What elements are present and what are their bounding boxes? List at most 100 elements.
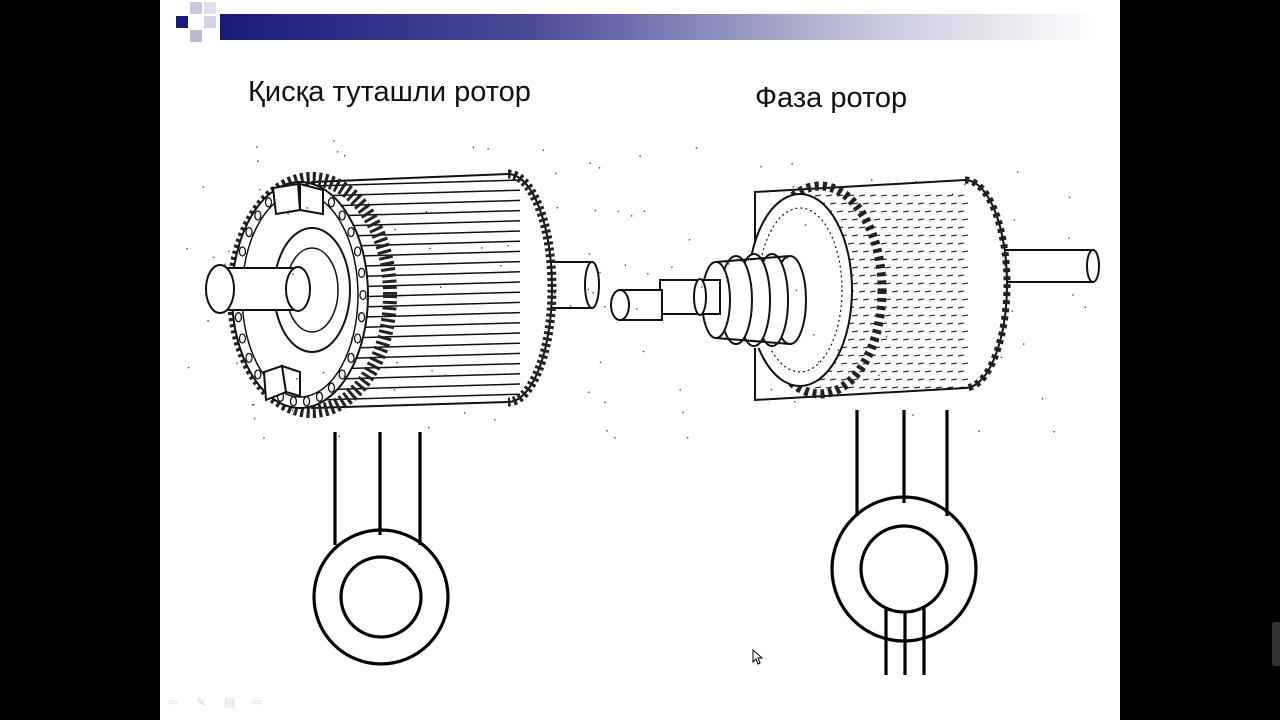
scan-speckle	[671, 266, 673, 268]
scan-speckle	[599, 361, 602, 364]
scan-speckle	[425, 211, 427, 213]
winding-hatch	[891, 338, 899, 341]
vent-hole	[353, 333, 362, 344]
front-shaft	[205, 264, 311, 314]
scan-speckle	[1023, 343, 1025, 345]
pen-icon[interactable]: ✎	[196, 695, 207, 709]
winding-hatch	[917, 362, 925, 365]
winding-hatch	[836, 210, 844, 213]
scan-speckle	[726, 280, 728, 283]
winding-hatch	[935, 354, 943, 357]
arrow-right-icon[interactable]: ⇨	[252, 695, 263, 709]
winding-hatch	[902, 354, 910, 357]
winding-hatch	[913, 338, 921, 341]
winding-hatch	[924, 290, 932, 293]
scan-speckle	[202, 186, 205, 188]
winding-hatch	[924, 274, 932, 277]
winding-hatch	[847, 354, 855, 357]
scan-speckle	[952, 193, 954, 195]
side-scroll-tab[interactable]	[1272, 622, 1280, 666]
right-figure-title: Фаза ротор	[755, 82, 908, 114]
winding-hatch	[858, 274, 866, 277]
winding-hatch	[902, 306, 910, 309]
scan-speckle	[428, 426, 430, 429]
arrow-left-icon[interactable]: ⇦	[168, 695, 179, 709]
winding-hatch	[957, 258, 965, 261]
winding-hatch	[836, 370, 844, 373]
scan-speckle	[604, 306, 606, 308]
scan-speckle	[553, 293, 556, 295]
scan-speckle	[366, 298, 368, 300]
winding-hatch	[880, 354, 888, 357]
rotor-body	[227, 169, 557, 418]
scan-speckle	[695, 147, 698, 149]
winding-hatch	[957, 210, 965, 213]
winding-hatch	[917, 330, 925, 333]
winding-hatch	[902, 242, 910, 245]
winding-hatch	[957, 194, 965, 197]
vent-hole	[315, 391, 324, 402]
vent-hole	[289, 396, 298, 407]
left-figure-title: Қисқа туташли ротор	[248, 76, 531, 108]
winding-hatch	[924, 242, 932, 245]
winding-hatch	[902, 322, 910, 325]
winding-hatch	[862, 378, 870, 381]
winding-hatch	[884, 234, 892, 237]
winding-hatch	[891, 226, 899, 229]
winding-hatch	[884, 314, 892, 317]
winding-hatch	[961, 218, 969, 221]
winding-hatch	[935, 338, 943, 341]
phase-rotor-symbol	[830, 410, 978, 675]
winding-hatch	[913, 322, 921, 325]
scan-speckle	[256, 146, 258, 148]
winding-hatch	[935, 290, 943, 293]
winding-hatch	[862, 298, 870, 301]
winding-hatch	[858, 338, 866, 341]
winding-hatch	[851, 298, 859, 301]
winding-hatch	[935, 242, 943, 245]
scan-speckle	[338, 435, 340, 438]
scan-speckle	[912, 414, 914, 416]
winding-hatch	[851, 234, 859, 237]
scan-speckle	[1011, 310, 1013, 312]
winding-hatch	[895, 250, 903, 253]
winding-hatch	[961, 234, 969, 237]
winding-hatch	[917, 218, 925, 221]
winding-hatch	[884, 346, 892, 349]
scan-speckle	[212, 256, 215, 259]
winding-hatch	[880, 194, 888, 197]
winding-hatch	[862, 250, 870, 253]
winding-hatch	[957, 226, 965, 229]
winding-hatch	[928, 234, 936, 237]
winding-hatch	[862, 282, 870, 285]
scan-speckle	[444, 374, 446, 376]
scan-speckle	[679, 389, 681, 391]
winding-hatch	[924, 338, 932, 341]
scan-speckle	[837, 349, 839, 351]
winding-hatch	[858, 306, 866, 309]
winding-hatch	[895, 394, 903, 397]
scan-speckle	[228, 250, 230, 253]
winding-hatch	[858, 386, 866, 389]
scan-speckle	[500, 265, 502, 267]
scan-speckle	[1042, 398, 1044, 400]
scan-speckle	[1068, 237, 1070, 239]
winding-hatch	[895, 298, 903, 301]
winding-hatch	[950, 218, 958, 221]
winding-hatch	[928, 202, 936, 205]
winding-hatch	[946, 306, 954, 309]
scan-speckle	[588, 253, 591, 255]
winding-hatch	[880, 370, 888, 373]
scan-speckle	[737, 258, 739, 260]
winding-hatch	[851, 266, 859, 269]
scan-speckle	[589, 162, 591, 164]
winding-hatch	[895, 234, 903, 237]
scan-speckle	[915, 181, 917, 183]
scan-speckle	[333, 140, 335, 142]
scan-speckle	[1068, 196, 1071, 199]
winding-hatch	[906, 314, 914, 317]
scan-speckle	[224, 263, 226, 266]
menu-icon[interactable]: ▤	[224, 695, 236, 709]
winding-hatch	[950, 298, 958, 301]
winding-hatch	[880, 338, 888, 341]
